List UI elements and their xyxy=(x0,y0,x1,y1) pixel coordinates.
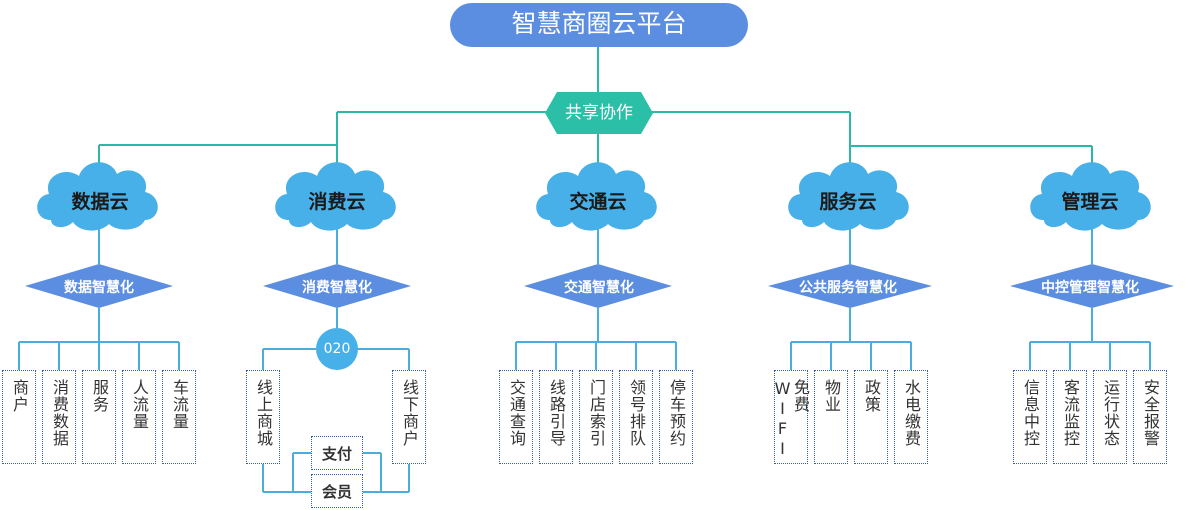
leaf-box: 领号排队 xyxy=(619,370,653,464)
leaf-label: 消费数据 xyxy=(50,379,69,447)
leaf-label: 停车预约 xyxy=(667,379,686,447)
cloud-label-data: 数据云 xyxy=(71,191,129,213)
leaf-box: 消费数据 xyxy=(42,370,76,464)
diamond-data xyxy=(25,264,173,308)
cloud-service xyxy=(788,162,909,231)
leaf-label: 线上商城 xyxy=(254,379,273,447)
diamond-label-consumption: 消费智慧化 xyxy=(302,280,372,296)
cloud-data xyxy=(37,162,158,231)
cloud-label-consumption: 消费云 xyxy=(308,191,366,213)
hub-label: 共享协作 xyxy=(565,103,633,123)
member-box: 会员 xyxy=(311,474,363,508)
leaf-box: 服务 xyxy=(82,370,116,464)
diamond-management xyxy=(1010,264,1174,308)
leaf-box: 停车预约 xyxy=(659,370,693,464)
leaf-box: 交通查询 xyxy=(499,370,533,464)
leaf-label: 线下商户 xyxy=(400,379,419,447)
leaf-box: 政策 xyxy=(854,370,888,464)
diamond-label-traffic: 交通智慧化 xyxy=(564,280,634,296)
cloud-consumption xyxy=(275,162,396,231)
leaf-label: 人流量 xyxy=(130,379,149,430)
leaf-label: 信息中控 xyxy=(1021,379,1040,447)
leaf-label: 领号排队 xyxy=(627,379,646,447)
diamond-label-service: 公共服务智慧化 xyxy=(799,280,897,296)
leaf-box: 门店索引 xyxy=(579,370,613,464)
leaf-box: 物业 xyxy=(814,370,848,464)
leaf-label: 物业 xyxy=(822,379,841,413)
leaf-box: 信息中控 xyxy=(1013,370,1047,464)
diamond-label-data: 数据智慧化 xyxy=(64,280,134,296)
diamond-service xyxy=(768,264,932,308)
leaf-label: 安全报警 xyxy=(1141,379,1160,447)
diamond-consumption xyxy=(263,264,411,308)
leaf-label: 车流量 xyxy=(170,379,189,430)
leaf-box: 商户 xyxy=(2,370,36,464)
cloud-label-traffic: 交通云 xyxy=(569,191,627,213)
cloud-label-management: 管理云 xyxy=(1061,191,1119,213)
leaf-box: 安全报警 xyxy=(1133,370,1167,464)
payment-box: 支付 xyxy=(311,436,363,470)
leaf-box: 水电缴费 xyxy=(894,370,928,464)
leaf-label: 免费WIFI xyxy=(773,379,810,459)
leaf-box: 线路引导 xyxy=(539,370,573,464)
leaf-label: 服务 xyxy=(90,379,109,413)
cloud-management xyxy=(1030,162,1151,231)
o2o-circle xyxy=(316,328,358,370)
leaf-label: 政策 xyxy=(862,379,881,413)
leaf-label: 运行状态 xyxy=(1101,379,1120,447)
leaf-box: 人流量 xyxy=(122,370,156,464)
leaf-label: 线路引导 xyxy=(547,379,566,447)
leaf-label: 交通查询 xyxy=(507,379,526,447)
leaf-box: 运行状态 xyxy=(1093,370,1127,464)
leaf-label: 门店索引 xyxy=(587,379,606,447)
cloud-label-service: 服务云 xyxy=(819,191,877,213)
leaf-box: 车流量 xyxy=(162,370,196,464)
hub-hexagon xyxy=(545,92,653,134)
leaf-box: 线上商城 xyxy=(246,370,280,464)
cloud-traffic xyxy=(536,162,657,231)
leaf-label: 客流监控 xyxy=(1061,379,1080,447)
o2o-label: 020 xyxy=(323,341,351,357)
leaf-label: 水电缴费 xyxy=(902,379,921,447)
diamond-traffic xyxy=(524,264,672,308)
title-label: 智慧商圈云平台 xyxy=(511,9,687,38)
title-pill xyxy=(450,3,748,47)
leaf-box: 线下商户 xyxy=(392,370,426,464)
leaf-label: 商户 xyxy=(10,379,29,413)
diamond-label-management: 中控管理智慧化 xyxy=(1041,280,1139,296)
leaf-box: 免费WIFI xyxy=(773,370,810,464)
leaf-box: 客流监控 xyxy=(1053,370,1087,464)
